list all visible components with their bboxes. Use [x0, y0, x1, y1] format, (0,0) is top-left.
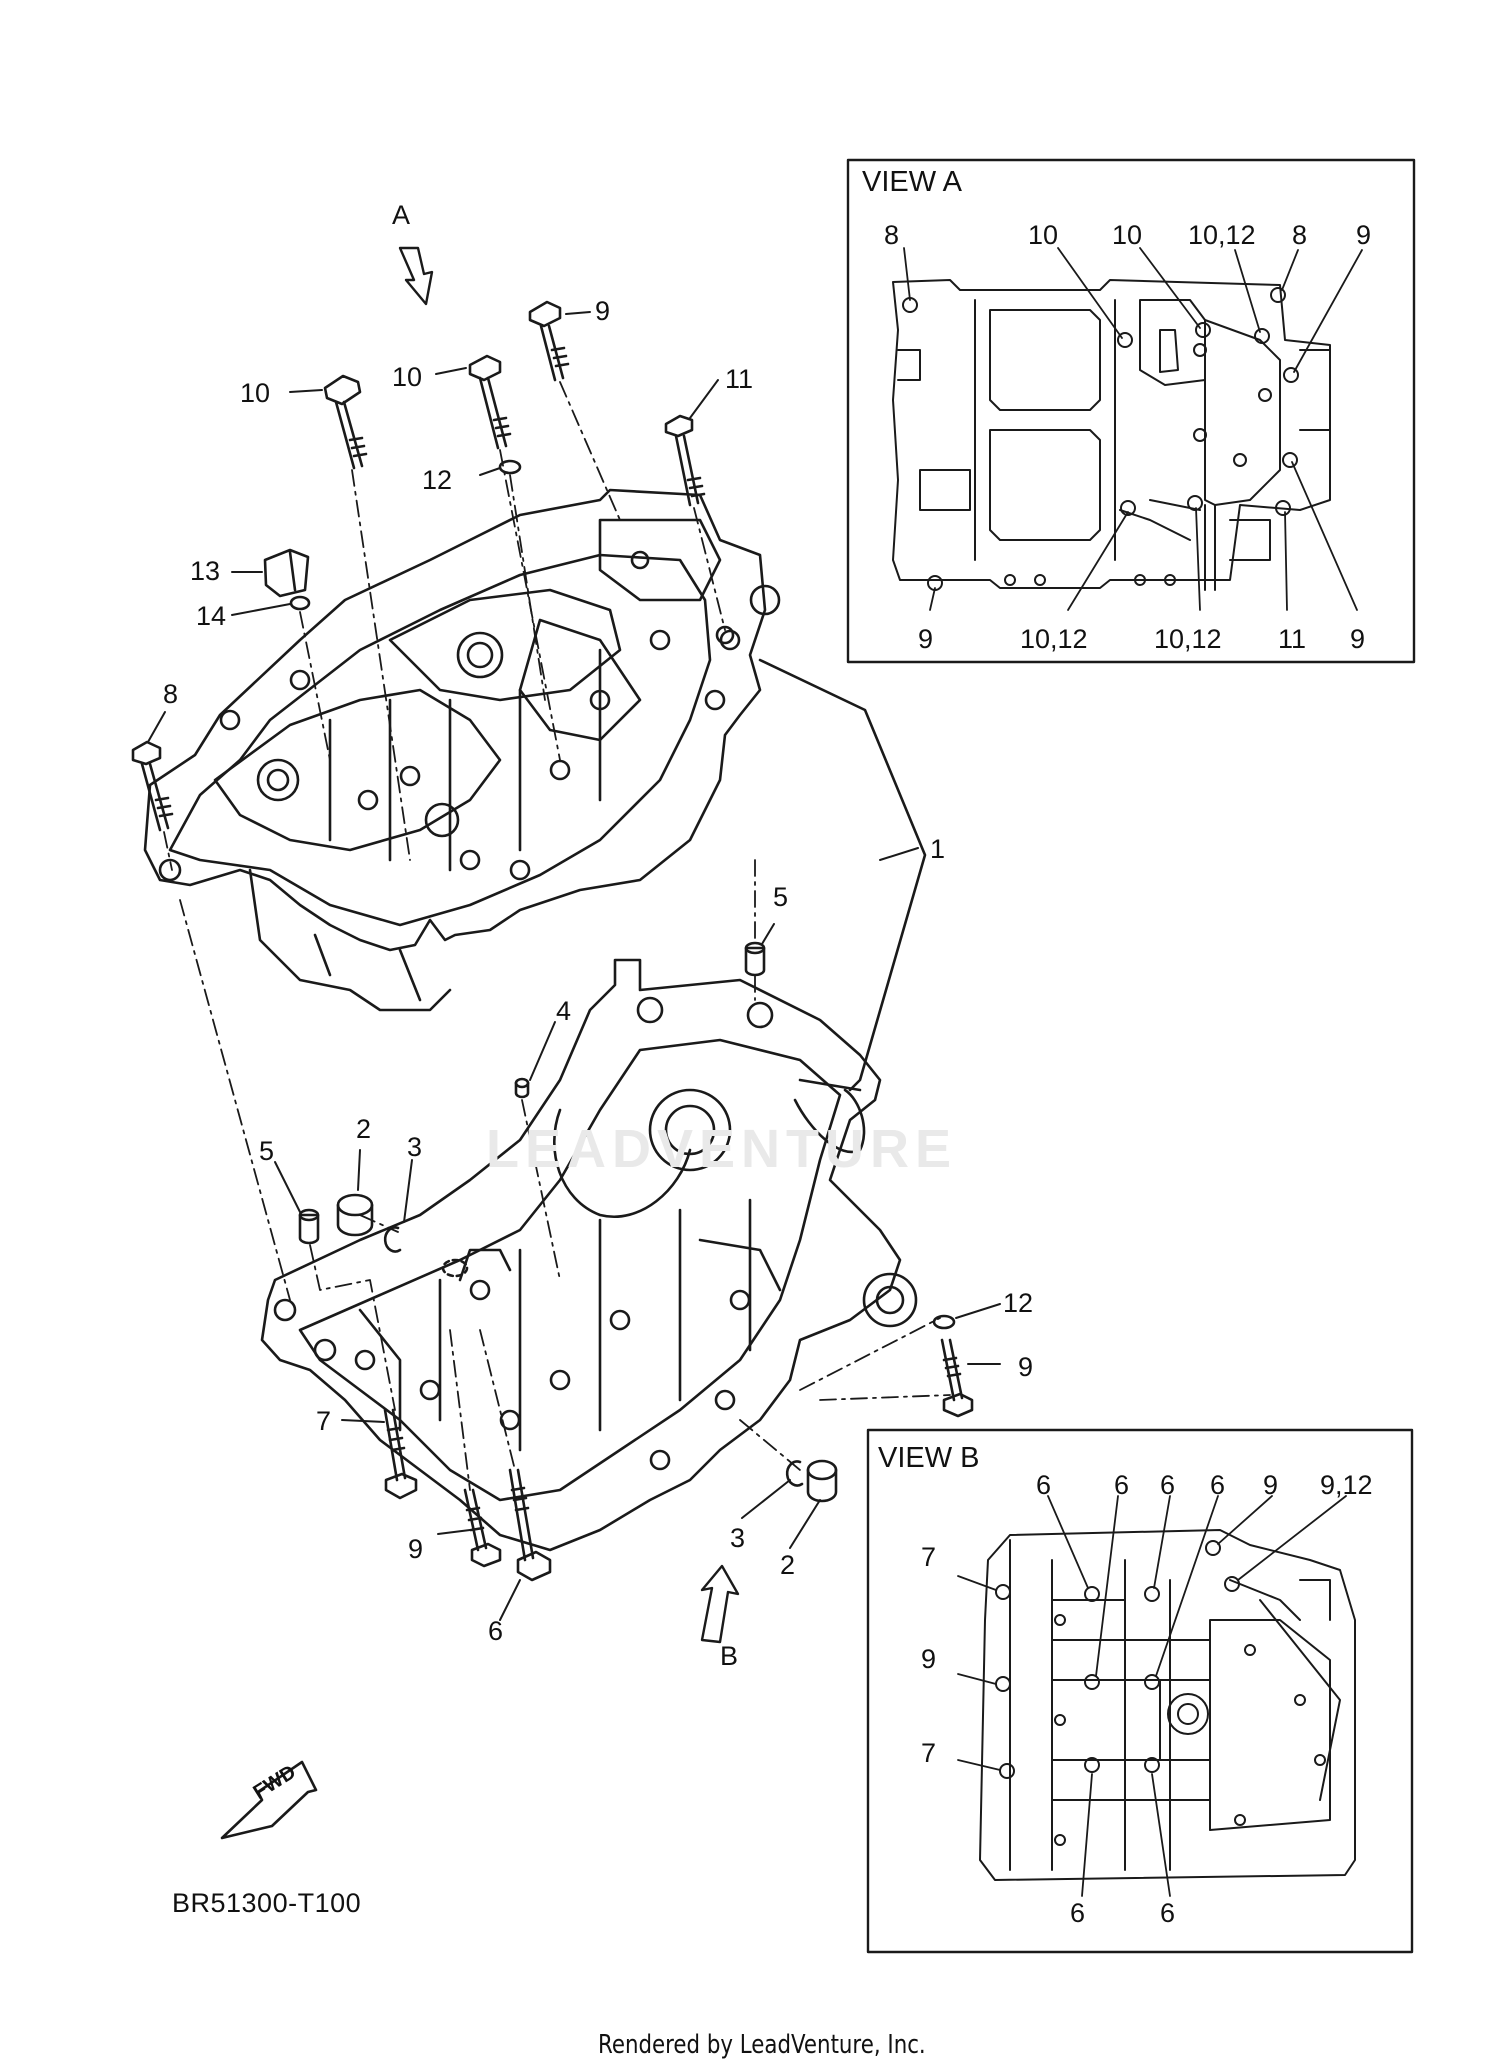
view-b-label-top-1: 6 — [1036, 1470, 1052, 1500]
callout-10-mid: 10 — [392, 362, 423, 392]
view-a-box — [846, 158, 1416, 664]
view-b-title: VIEW B — [878, 1442, 980, 1474]
view-a-arrow-label: A — [392, 200, 411, 230]
callout-12-right: 12 — [1003, 1288, 1034, 1318]
callout-leaders — [147, 311, 1001, 1621]
callout-13: 13 — [190, 556, 221, 586]
view-b-label-top-5: 9 — [1263, 1470, 1279, 1500]
view-a-label-bottom-3: 10,12 — [1154, 624, 1222, 654]
view-b-label-top-3: 6 — [1160, 1470, 1176, 1500]
bracket-1 — [758, 658, 927, 1092]
view-b-label-top-6: 9,12 — [1320, 1470, 1373, 1500]
callout-9-right: 9 — [1018, 1352, 1034, 1382]
view-a-label-top-6: 9 — [1356, 220, 1372, 250]
fasteners — [131, 300, 974, 1582]
view-a-title: VIEW A — [862, 166, 962, 198]
diagram-code: BR51300-T100 — [172, 1888, 362, 1918]
view-a-label-bottom-1: 9 — [918, 624, 934, 654]
callout-3-bottom: 3 — [730, 1523, 746, 1553]
upper-crankcase — [143, 488, 781, 1012]
view-b-label-top-4: 6 — [1210, 1470, 1226, 1500]
view-a-label-top-5: 8 — [1292, 220, 1308, 250]
view-b-label-left-2: 9 — [921, 1644, 937, 1674]
view-a-label-top-2: 10 — [1028, 220, 1059, 250]
callout-5-left: 5 — [259, 1136, 275, 1166]
fwd-arrow — [220, 1760, 318, 1840]
callout-8: 8 — [163, 679, 179, 709]
view-b-label-top-2: 6 — [1114, 1470, 1130, 1500]
callout-6: 6 — [488, 1616, 504, 1646]
render-credit: Rendered by LeadVenture, Inc. — [598, 2030, 926, 2060]
callout-5-right: 5 — [773, 882, 789, 912]
callout-4: 4 — [556, 996, 572, 1026]
view-b-box — [866, 1428, 1414, 1954]
view-b-label-left-3: 7 — [921, 1738, 937, 1768]
callout-9-top: 9 — [595, 296, 611, 326]
callout-11: 11 — [725, 364, 754, 394]
view-a-label-bottom-5: 9 — [1350, 624, 1366, 654]
view-a-label-bottom-2: 10,12 — [1020, 624, 1088, 654]
view-b-arrow-label: B — [720, 1641, 739, 1671]
callout-14: 14 — [196, 601, 227, 631]
callout-1: 1 — [930, 834, 946, 864]
view-b-label-left-1: 7 — [921, 1542, 937, 1572]
callout-12-top: 12 — [422, 465, 453, 495]
callout-2-left: 2 — [356, 1114, 372, 1144]
view-b-label-bottom-1: 6 — [1070, 1898, 1086, 1928]
view-a-label-top-3: 10 — [1112, 220, 1143, 250]
view-a-label-bottom-4: 11 — [1278, 624, 1307, 654]
callout-2-bottom: 2 — [780, 1550, 796, 1580]
alignment-lines — [163, 381, 951, 1491]
callout-3-left: 3 — [407, 1132, 423, 1162]
callout-7: 7 — [316, 1406, 332, 1436]
callout-9-bottom: 9 — [408, 1534, 424, 1564]
watermark: LEADVENTURE — [486, 1119, 958, 1179]
callout-10-left: 10 — [240, 378, 271, 408]
view-arrows — [398, 246, 740, 1644]
view-b-label-bottom-2: 6 — [1160, 1898, 1176, 1928]
view-a-label-top-4: 10,12 — [1188, 220, 1256, 250]
view-a-label-top-1: 8 — [884, 220, 900, 250]
